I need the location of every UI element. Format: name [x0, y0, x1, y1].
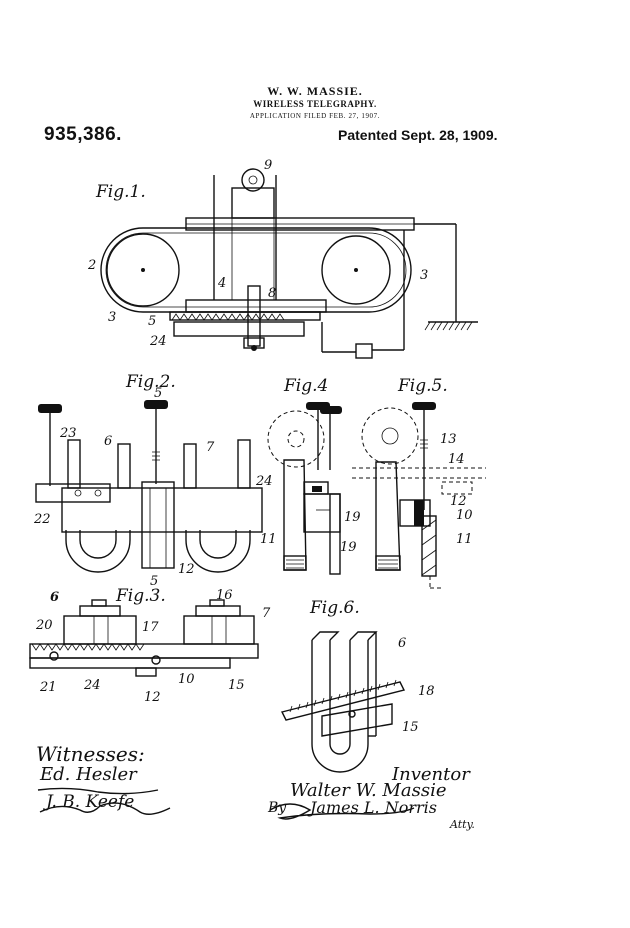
- application-filed-line: APPLICATION FILED FEB. 27, 1907.: [249, 112, 381, 120]
- ref-numeral: 6: [50, 590, 60, 605]
- ref-numeral: 11: [260, 532, 277, 547]
- ref-numeral: 2: [88, 258, 97, 273]
- figure-1-label: Fig.1.: [96, 182, 146, 202]
- attorney-signature: James L. Norris: [310, 798, 437, 817]
- witness-2-signature: J. B. Keefe: [46, 792, 135, 812]
- ref-numeral: 3: [420, 268, 429, 283]
- ref-numeral: 5: [154, 386, 163, 401]
- ref-numeral: 19: [344, 510, 361, 525]
- ref-numeral: 6: [104, 434, 113, 449]
- inventor-signature: Walter W. Massie: [290, 780, 447, 801]
- inventor-label: Inventor: [392, 764, 470, 785]
- ref-numeral: 4: [218, 276, 227, 291]
- figure-5-drawing: [352, 402, 486, 589]
- figure-6-drawing: [280, 631, 406, 773]
- figure-2-drawing: [35, 400, 263, 573]
- ref-numeral: 5: [148, 314, 157, 329]
- ref-numeral: 12: [450, 494, 467, 509]
- ref-numeral: 17: [142, 620, 159, 635]
- ref-numeral: 13: [440, 432, 457, 447]
- figure-4-drawing: [267, 402, 342, 575]
- ref-numeral: 10: [178, 672, 195, 687]
- ref-numeral: 9: [264, 158, 273, 173]
- ref-numeral: 15: [228, 678, 245, 693]
- ref-numeral: 11: [456, 532, 473, 547]
- witness-1-signature: Ed. Hesler: [40, 764, 137, 785]
- ref-numeral: 8: [268, 286, 277, 301]
- ref-numeral: 14: [448, 452, 465, 467]
- figure-1-drawing: [100, 168, 478, 359]
- ref-numeral: 7: [262, 606, 271, 621]
- ref-numeral: 7: [206, 440, 215, 455]
- ref-numeral: 6: [398, 636, 407, 651]
- figure-2-label: Fig.2.: [126, 372, 176, 392]
- witnesses-label: Witnesses:: [36, 742, 145, 766]
- ref-numeral: 20: [36, 618, 53, 633]
- patent-number: 935,386.: [44, 124, 122, 145]
- ref-numeral: 3: [108, 310, 117, 325]
- figure-3-label: Fig.3.: [116, 586, 166, 606]
- ref-numeral: 24: [84, 678, 101, 693]
- by-label: By: [268, 800, 287, 816]
- figure-4-label: Fig.4: [284, 376, 329, 396]
- figure-3-drawing: [29, 599, 259, 677]
- ref-numeral: 21: [40, 680, 57, 695]
- ref-numeral: 15: [402, 720, 419, 735]
- attorney-label: Atty.: [450, 818, 475, 831]
- ref-numeral: 23: [60, 426, 77, 441]
- ref-numeral: 24: [150, 334, 167, 349]
- figure-6-label: Fig.6.: [310, 598, 360, 618]
- ref-numeral: 24: [256, 474, 273, 489]
- patented-date: Patented Sept. 28, 1909.: [338, 127, 498, 143]
- ref-numeral: 5: [150, 574, 159, 589]
- ref-numeral: 10: [456, 508, 473, 523]
- ref-numeral: 19: [340, 540, 357, 555]
- signature-flourishes: [37, 787, 415, 820]
- ref-numeral: 12: [178, 562, 195, 577]
- ref-numeral: 16: [216, 588, 233, 603]
- invention-title: WIRELESS TELEGRAPHY.: [253, 99, 377, 109]
- ref-numeral: 12: [144, 690, 161, 705]
- ref-numeral: 18: [418, 684, 435, 699]
- figure-5-label: Fig.5.: [398, 376, 448, 396]
- ref-numeral: 22: [34, 512, 51, 527]
- inventor-name-heading: W. W. MASSIE.: [267, 84, 363, 98]
